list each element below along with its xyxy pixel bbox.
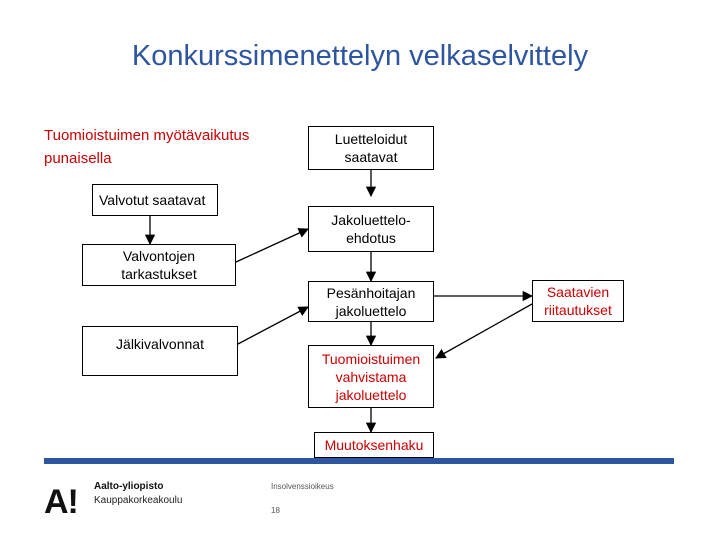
box-luetteloidut-line1: Luetteloidut xyxy=(334,131,408,147)
box-pesanhoitajan-line2: jakoluettelo xyxy=(335,302,407,319)
box-tuomioistuimen-vahvistama-jakoluettelo: Tuomioistuimen vahvistama jakoluettelo xyxy=(308,345,434,408)
arrow-saatavien-to-tuomioistuimen xyxy=(435,303,533,359)
box-tuomioistuimen-line1: Tuomioistuimen xyxy=(321,350,421,367)
box-tuomioistuimen-line3: jakoluettelo xyxy=(335,386,407,403)
legend-note: Tuomioistuimen myötävaikutus punaisella xyxy=(44,124,304,170)
box-valvotut-saatavat: Valvotut saatavat xyxy=(92,184,218,216)
box-muutoksenhaku-line1: Muutoksenhaku xyxy=(324,437,424,453)
box-saatavien-line1: Saatavien xyxy=(546,284,610,300)
page-number: 18 xyxy=(271,506,280,515)
aalto-logo-mark: A! xyxy=(44,483,79,521)
box-tuomioistuimen-line2: vahvistama xyxy=(335,368,407,385)
legend-note-line2: punaisella xyxy=(44,150,112,167)
box-luetteloidut-saatavat: Luetteloidut saatavat xyxy=(308,126,434,170)
box-valvotut-line1: Valvotut saatavat xyxy=(99,192,206,208)
box-jalkivalvonnat-line1: Jälkivalvonnat xyxy=(116,336,204,352)
aalto-logo-name: Aalto-yliopisto xyxy=(94,481,164,492)
box-saatavien-line2: riitautukset xyxy=(544,302,612,318)
box-jakoluetteloehdotus: Jakoluettelo- ehdotus xyxy=(308,206,434,252)
box-pesanhoitajan-line1: Pesänhoitajan xyxy=(326,284,416,301)
box-luetteloidut-line2: saatavat xyxy=(344,149,398,165)
box-jakoluettelo-line1: Jakoluettelo- xyxy=(331,212,411,228)
box-pesanhoitajan-jakoluettelo: Pesänhoitajan jakoluettelo xyxy=(308,281,434,322)
box-valvontojen-line2: tarkastukset xyxy=(121,266,197,282)
arrow-valvontojen-to-jakoluettelo xyxy=(235,228,309,263)
slide-title: Konkurssimenettelyn velkaselvittely xyxy=(131,40,589,72)
arrow-jalkivalvonnat-to-pesanhoitajan xyxy=(237,306,309,345)
box-muutoksenhaku: Muutoksenhaku xyxy=(314,432,434,458)
footer-text: Insolvenssioikeus xyxy=(271,482,334,491)
aalto-logo-subtitle: Kauppakorkeakoulu xyxy=(94,495,183,506)
box-saatavien-riitautukset: Saatavien riitautukset xyxy=(532,280,624,322)
box-jalkivalvonnat: Jälkivalvonnat xyxy=(82,326,238,376)
footer-rule xyxy=(44,458,674,464)
box-valvontojen-line1: Valvontojen xyxy=(122,248,196,264)
box-valvontojen-tarkastukset: Valvontojen tarkastukset xyxy=(82,244,236,286)
legend-note-line1: Tuomioistuimen myötävaikutus xyxy=(44,127,250,144)
box-jakoluettelo-line2: ehdotus xyxy=(346,230,396,246)
